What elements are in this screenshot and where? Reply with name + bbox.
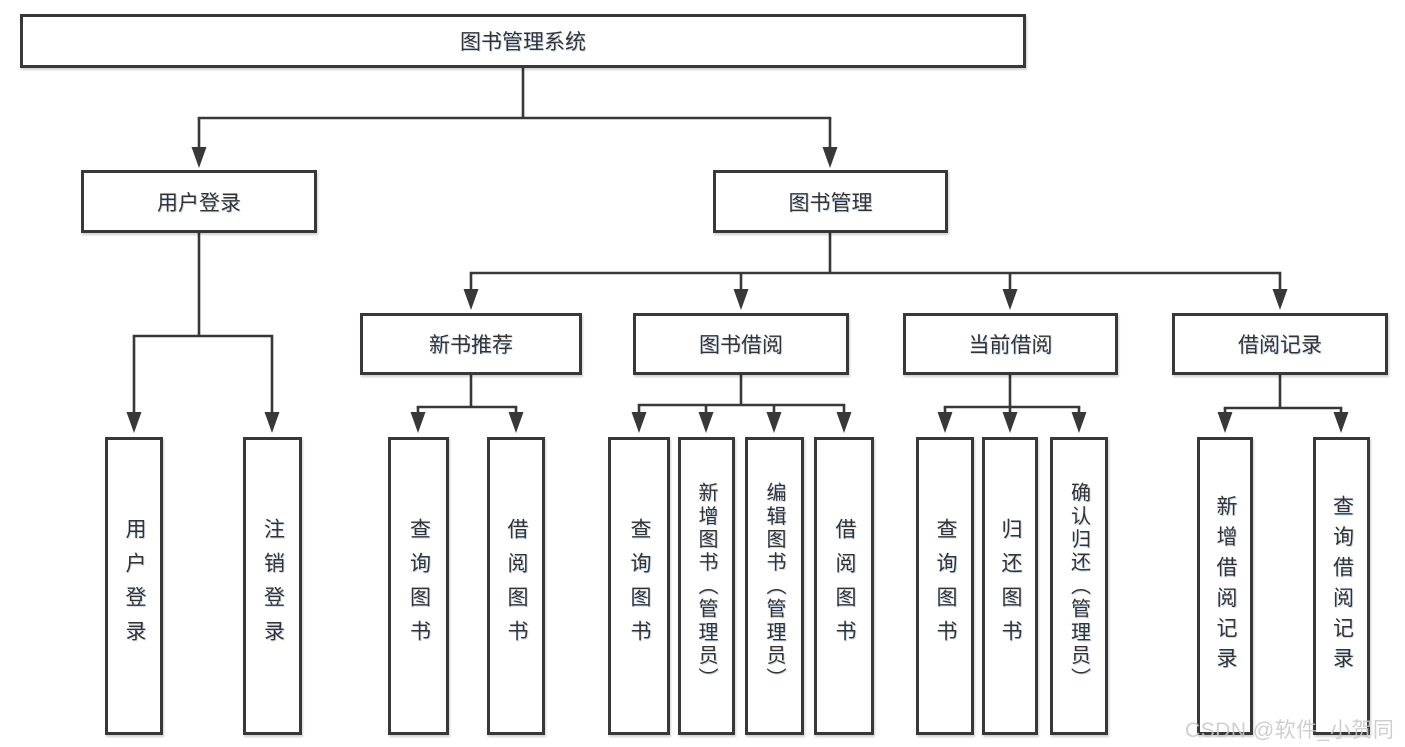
node-root-label: 图书管理系统 <box>460 31 586 54</box>
leaf-borrow-borrow-book-label: 借阅图书 <box>833 517 856 655</box>
leaf-current-return-book-label: 归还图书 <box>999 517 1022 655</box>
node-book-management-label: 图书管理 <box>788 191 873 215</box>
node-current-borrow: 当前借阅 <box>903 313 1118 375</box>
leaf-records-add-record-label: 新增借阅记录 <box>1214 494 1237 678</box>
leaf-current-search-book-label: 查询图书 <box>934 517 957 655</box>
leaf-user-login-label: 用户登录 <box>123 517 146 655</box>
node-borrow-records-label: 借阅记录 <box>1238 334 1322 357</box>
node-new-book-recommend-label: 新书推荐 <box>429 334 513 357</box>
leaf-current-confirm-return-admin: 确认归还（管理员） <box>1050 437 1108 735</box>
leaf-borrow-edit-book-admin: 编辑图书（管理员） <box>745 437 804 735</box>
leaf-current-confirm-return-admin-label: 确认归还（管理员） <box>1067 481 1090 691</box>
node-root: 图书管理系统 <box>20 14 1026 68</box>
leaf-user-login: 用户登录 <box>105 437 163 735</box>
node-book-borrow: 图书借阅 <box>633 313 849 375</box>
node-user-login-label: 用户登录 <box>157 191 241 215</box>
leaf-recommend-search-book: 查询图书 <box>388 437 449 735</box>
leaf-borrow-add-book-admin-label: 新增图书（管理员） <box>695 481 717 691</box>
node-new-book-recommend: 新书推荐 <box>360 313 582 375</box>
node-user-login: 用户登录 <box>81 170 317 233</box>
node-book-management: 图书管理 <box>713 170 948 233</box>
leaf-recommend-search-book-label: 查询图书 <box>407 517 431 655</box>
leaf-recommend-borrow-book: 借阅图书 <box>487 437 545 735</box>
leaf-records-search-record: 查询借阅记录 <box>1313 437 1370 735</box>
leaf-recommend-borrow-book-label: 借阅图书 <box>505 517 528 655</box>
node-book-borrow-label: 图书借阅 <box>699 334 783 357</box>
node-borrow-records: 借阅记录 <box>1172 313 1388 375</box>
leaf-logout-label: 注销登录 <box>261 517 285 655</box>
leaf-logout: 注销登录 <box>243 437 302 735</box>
leaf-borrow-borrow-book: 借阅图书 <box>814 437 874 735</box>
leaf-borrow-add-book-admin: 新增图书（管理员） <box>678 437 735 735</box>
node-current-borrow-label: 当前借阅 <box>968 334 1053 357</box>
leaf-records-add-record: 新增借阅记录 <box>1197 437 1253 735</box>
leaf-borrow-search-book: 查询图书 <box>608 437 670 735</box>
leaf-current-search-book: 查询图书 <box>916 437 974 735</box>
leaf-records-search-record-label: 查询借阅记录 <box>1330 494 1354 678</box>
csdn-watermark: CSDN @软件_小贺同学 <box>1185 719 1395 742</box>
leaf-borrow-edit-book-admin-label: 编辑图书（管理员） <box>763 481 785 691</box>
leaf-borrow-search-book-label: 查询图书 <box>628 517 651 655</box>
leaf-current-return-book: 归还图书 <box>982 437 1038 735</box>
